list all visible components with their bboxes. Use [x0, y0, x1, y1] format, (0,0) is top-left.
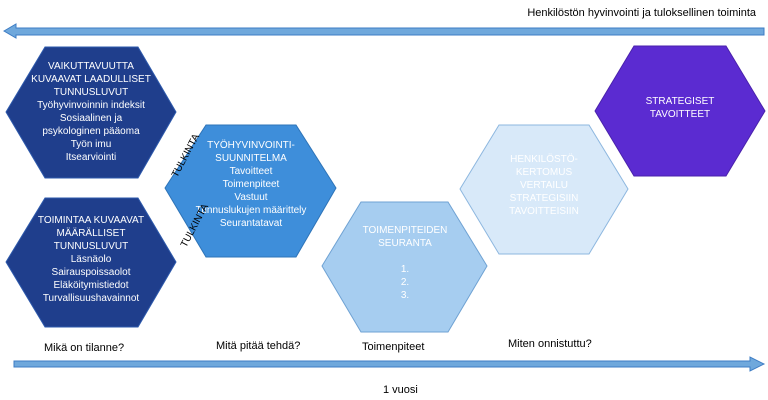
hexagon-text-line: KUVAAVAT LAADULLISET: [31, 74, 151, 85]
hexagon-text: STRATEGISET TAVOITTEET: [646, 96, 715, 120]
hexagon-text-line: TYÖHYVINVOINTI-: [207, 139, 295, 151]
hexagon-text-line: MÄÄRÄLLISET: [57, 227, 126, 239]
hexagon-text-line: 1.: [401, 264, 409, 275]
hexagon-text-line: HENKILÖSTÖ-: [510, 153, 578, 165]
hexagon-text-line: Seurantatavat: [220, 218, 282, 229]
hexagon-shape: [5, 46, 177, 179]
hexagon-shape: [5, 197, 177, 328]
hexagon-text-line: SUUNNITELMA: [215, 153, 287, 164]
hexagon-text-line: Eläköitymistiedot: [53, 280, 128, 291]
bottom-arrow-label: 1 vuosi: [383, 384, 418, 396]
hexagon-shape: [459, 124, 629, 255]
hexagon-text-line: TUNNUSLUVUT: [54, 241, 128, 252]
hexagon-text-line: Tavoitteet: [230, 166, 273, 177]
hexagon-text-line: [404, 251, 407, 262]
bottom-arrow: 1 vuosi: [13, 356, 766, 396]
hexagon-text-line: Vastuut: [234, 192, 267, 203]
caption-situation: Mikä on tilanne?: [44, 342, 124, 354]
hexagon-text-line: Työn imu: [71, 139, 112, 150]
hexagon-text-line: Tunnuslukujen määrittely: [196, 205, 307, 216]
caption-success: Miten onnistuttu?: [508, 338, 592, 350]
hexagon-text-line: 3.: [401, 290, 409, 301]
caption-what-to-do: Mitä pitää tehdä?: [216, 340, 300, 352]
hexagon-text-line: Läsnäolo: [71, 254, 112, 265]
hexagon-text-line: TOIMINTAA KUVAAVAT: [38, 215, 144, 226]
hexagon-text-line: Toimenpiteet: [223, 179, 280, 190]
hexagon-text-line: VAIKUTTAVUUTTA: [48, 61, 134, 72]
hexagon-personnel-report: HENKILÖSTÖ- KERTOMUS VERTAILU STRATEGISIIN T…: [459, 124, 629, 255]
hexagon-shape: [321, 201, 488, 333]
hexagon-text-line: TOIMENPITEIDEN: [363, 225, 448, 236]
hexagon-text-line: psykologinen pääoma: [42, 126, 140, 137]
hexagon-strategic-goals: STRATEGISET TAVOITTEET: [594, 45, 766, 177]
hexagon-text: VAIKUTTAVUUTTA KUVAAVAT LAADULLISET TUNNUS…: [31, 61, 151, 163]
caption-actions: Toimenpiteet: [362, 341, 424, 353]
hexagon-text: TOIMENPITEIDEN SEURANTA 1. 2. 3.: [363, 225, 448, 301]
hexagon-text-line: Turvallisuushavainnot: [43, 293, 140, 304]
hexagon-text-line: TAVOITTEISIIN: [509, 206, 579, 217]
hexagon-text-line: Itsearviointi: [66, 152, 117, 163]
hexagon-follow-up: TOIMENPITEIDEN SEURANTA 1. 2. 3.: [321, 201, 488, 333]
hexagon-text-line: SEURANTA: [378, 238, 432, 249]
hexagon-text-line: TAVOITTEET: [650, 109, 710, 120]
hexagon-text: HENKILÖSTÖ- KERTOMUS VERTAILU STRATEGISIIN T…: [509, 153, 579, 217]
hexagon-qualitative-metrics: VAIKUTTAVUUTTA KUVAAVAT LAADULLISET TUNNUS…: [5, 46, 177, 179]
hexagon-text-line: STRATEGISET: [646, 96, 715, 107]
top-arrow: Henkilöstön hyvinvointi ja tuloksellinen…: [3, 7, 765, 39]
hexagon-text-line: Sairauspoissaolot: [52, 267, 131, 278]
top-arrow-label: Henkilöstön hyvinvointi ja tuloksellinen…: [527, 7, 757, 19]
hexagon-text-line: KERTOMUS: [516, 167, 573, 178]
top-arrow-shape: [3, 23, 765, 39]
hexagon-text-line: VERTAILU: [520, 180, 568, 191]
hexagon-shape: [164, 124, 337, 258]
hexagon-text-line: 2.: [401, 277, 409, 288]
hexagon-text-line: STRATEGISIIN: [510, 193, 579, 204]
hexagon-text-line: TUNNUSLUVUT: [54, 87, 128, 98]
bottom-arrow-shape: [13, 356, 766, 372]
hexagon-text-line: Sosiaalinen ja: [60, 113, 123, 124]
hexagon-shape: [594, 45, 766, 177]
hexagon-text-line: Työhyvinvoinnin indeksit: [37, 100, 145, 111]
